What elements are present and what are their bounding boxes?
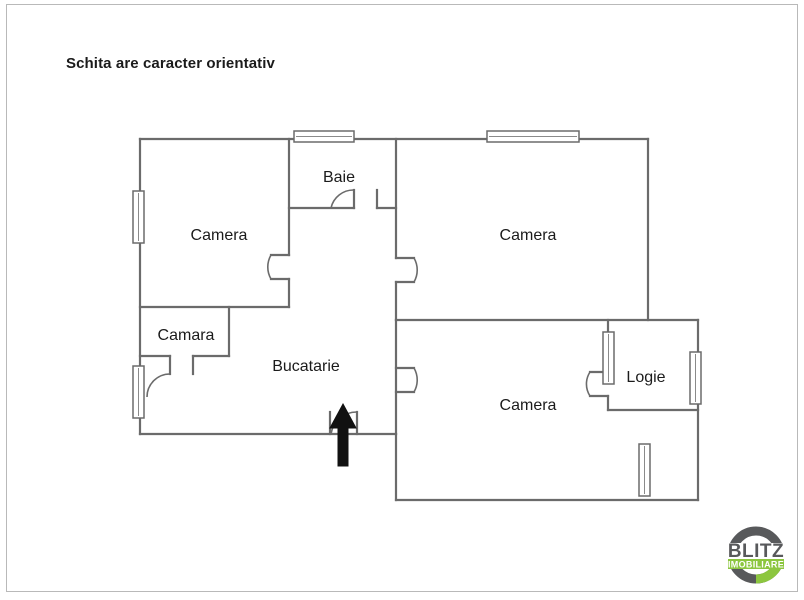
room-label-camera-top-right: Camera [500,227,557,244]
door-camera-top-right [413,257,418,283]
entrance-arrow-icon [329,402,357,467]
blitz-imobiliare-logo-icon: BLITZ IMOBILIARE [726,526,786,584]
windows-inner-lines [138,136,696,494]
brand-logo: BLITZ IMOBILIARE [718,524,794,590]
windows-group [132,130,702,497]
door-camara [146,373,171,398]
logo-text-plate [726,543,786,560]
image-frame [6,4,798,592]
logo-brand-text: BLITZ [728,541,784,562]
room-label-camara: Camara [158,327,215,344]
room-label-baie: Baie [323,169,355,186]
door-arcs-group [146,189,591,435]
room-labels-group: Camera Baie Camera Camara Bucatarie Came… [158,169,666,414]
logo-subtitle-text: IMOBILIARE [728,560,784,570]
room-label-logie: Logie [626,369,665,386]
logo-subtext-plate [728,559,784,569]
walls-group [138,137,700,502]
page-title: Schita are caracter orientativ [66,55,275,72]
room-label-camera-bottom-right: Camera [500,397,557,414]
door-logie [585,371,591,397]
room-label-bucatarie: Bucatarie [272,358,340,375]
door-baie [330,189,355,209]
door-camera-top-left [267,254,272,280]
room-label-camera-top-left: Camera [191,227,248,244]
door-camera-bottom-right [413,367,418,393]
